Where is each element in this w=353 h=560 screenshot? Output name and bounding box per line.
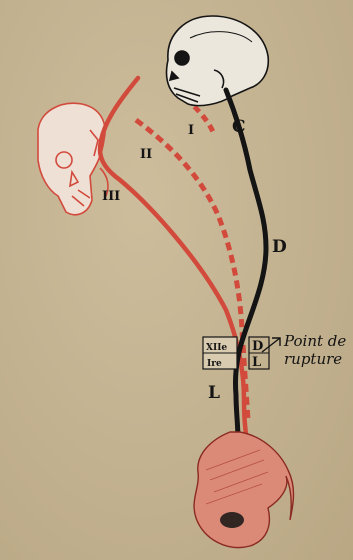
label-d-mid: D xyxy=(272,237,287,257)
label-point-de: Point de xyxy=(283,332,346,350)
label-l-box: L xyxy=(252,355,261,370)
rupture-arrow xyxy=(262,338,280,352)
label-xii: XIIe xyxy=(206,343,227,353)
pelvis xyxy=(194,432,293,548)
label-d-box: D xyxy=(252,339,263,354)
label-curve-ii: II xyxy=(140,147,152,162)
label-l: L xyxy=(208,383,220,403)
label-curve-i: I xyxy=(188,123,194,138)
label-rupture: rupture xyxy=(284,350,342,368)
label-ire: Ire xyxy=(207,359,222,369)
curve-iii xyxy=(100,78,250,455)
skull-black xyxy=(166,16,268,106)
skull-red-iii xyxy=(38,103,108,214)
label-curve-iii: III xyxy=(102,189,120,204)
label-c: C xyxy=(232,117,246,137)
curve-ii xyxy=(136,120,248,420)
